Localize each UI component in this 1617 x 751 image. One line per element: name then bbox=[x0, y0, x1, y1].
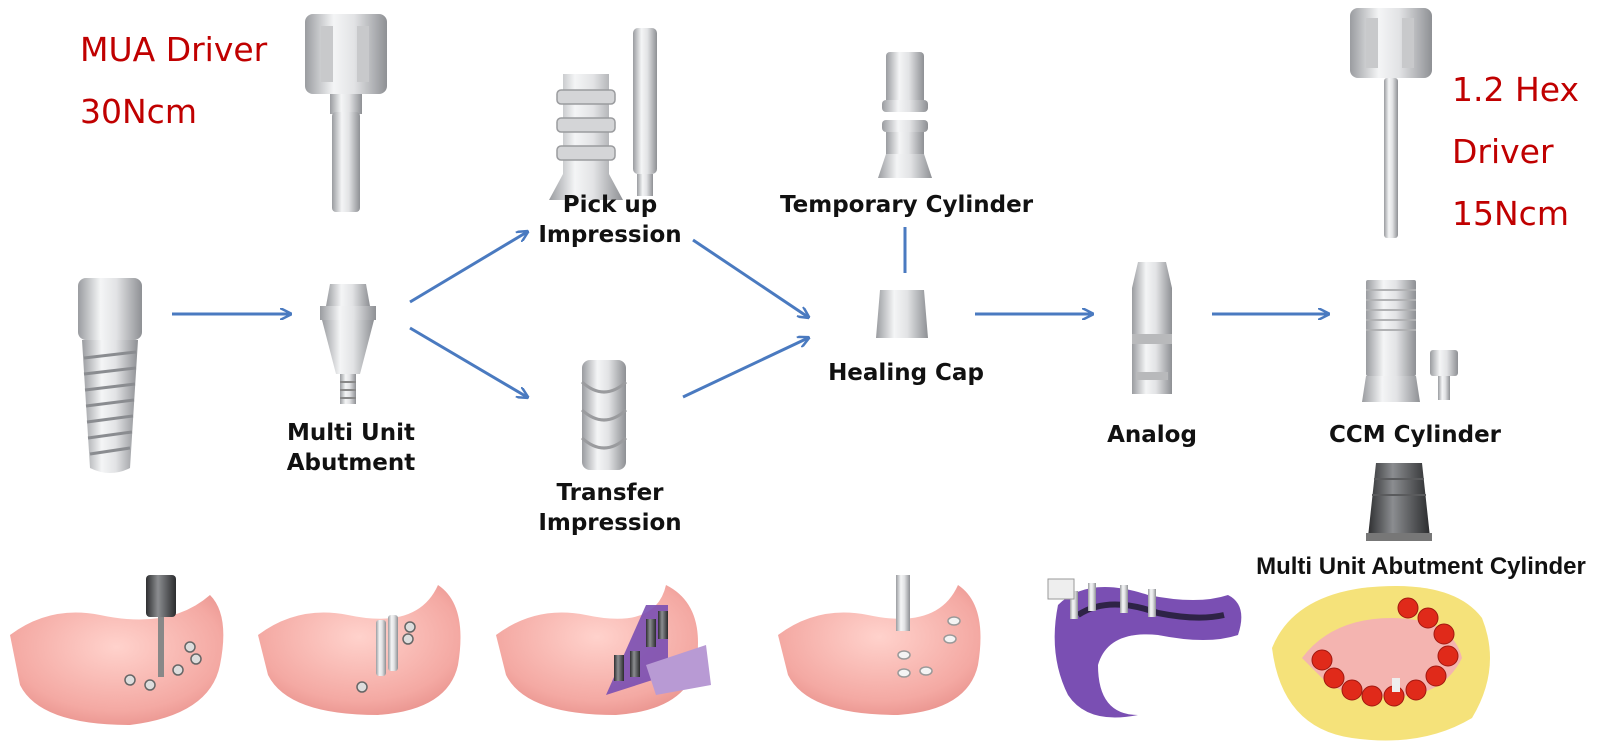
scene-impression-taking bbox=[496, 585, 711, 715]
multi-unit-abutment-label-line2: Abutment bbox=[271, 448, 431, 478]
arrow-transfer-to-healing bbox=[683, 338, 808, 397]
analog-label: Analog bbox=[1092, 420, 1212, 450]
transfer-impression-label-line1: Transfer bbox=[530, 478, 690, 508]
transfer-impression-part bbox=[582, 360, 626, 470]
mua-driver-torque: 30Ncm bbox=[80, 92, 197, 132]
mua-cylinder-label: Multi Unit Abutment Cylinder bbox=[1236, 552, 1606, 582]
pick-up-impression-part bbox=[549, 28, 657, 200]
hex-driver-title-line1: 1.2 Hex bbox=[1452, 70, 1579, 110]
healing-cap-part bbox=[876, 290, 928, 338]
analog-part bbox=[1132, 262, 1172, 394]
scene-final-prosthesis bbox=[1272, 586, 1490, 741]
transfer-impression-label-line2: Impression bbox=[530, 508, 690, 538]
ccm-cylinder-label: CCM Cylinder bbox=[1320, 420, 1510, 450]
multi-unit-abutment-label-line1: Multi Unit bbox=[271, 418, 431, 448]
temporary-cylinder-label: Temporary Cylinder bbox=[780, 190, 1030, 220]
arrow-mua-to-pickup bbox=[410, 232, 527, 302]
arrow-pickup-to-healing bbox=[693, 240, 808, 317]
pick-up-impression-label-line1: Pick up bbox=[530, 190, 690, 220]
implant-fixture-part bbox=[78, 278, 142, 473]
multi-unit-abutment-part bbox=[320, 284, 376, 404]
arrow-mua-to-transfer bbox=[410, 328, 527, 397]
ccm-cylinder-part bbox=[1362, 280, 1458, 402]
temporary-cylinder-part bbox=[878, 52, 932, 178]
mua-driver-part bbox=[305, 14, 387, 212]
hex-driver-part bbox=[1350, 8, 1432, 238]
hex-driver-title-line2: Driver bbox=[1452, 132, 1554, 172]
multi-unit-abutment-label: Multi Unit Abutment bbox=[271, 418, 431, 478]
scene-impression-tray bbox=[1048, 579, 1241, 718]
mua-driver-title: MUA Driver bbox=[80, 30, 267, 70]
scene-mua-placement bbox=[10, 575, 223, 725]
scene-pickup-copings bbox=[258, 585, 461, 715]
pick-up-impression-label: Pick up Impression bbox=[530, 190, 690, 250]
scene-healing-caps bbox=[778, 575, 981, 715]
transfer-impression-label: Transfer Impression bbox=[530, 478, 690, 538]
hex-driver-torque: 15Ncm bbox=[1452, 194, 1569, 234]
pick-up-impression-label-line2: Impression bbox=[530, 220, 690, 250]
healing-cap-label: Healing Cap bbox=[820, 358, 992, 388]
mua-cylinder-part bbox=[1366, 463, 1432, 541]
